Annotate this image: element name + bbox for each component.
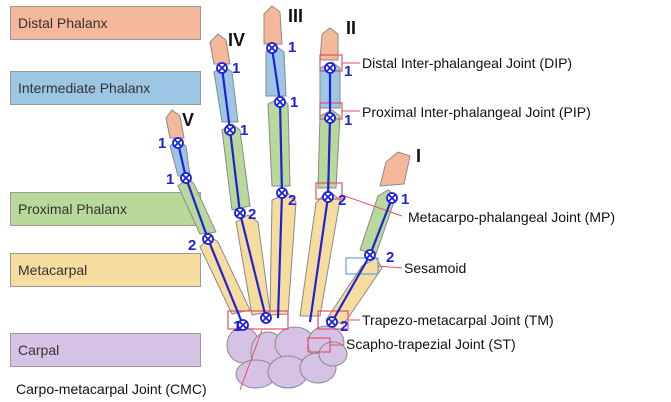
finger-label-ii: II bbox=[346, 18, 356, 38]
label-mp-joint: Metacarpo-phalangeal Joint (MP) bbox=[408, 209, 615, 225]
intermediate-phalanx-bones bbox=[170, 46, 340, 176]
joint-number: 1 bbox=[240, 122, 248, 139]
joint-number: 1 bbox=[233, 318, 241, 335]
metacarpal-bones bbox=[200, 190, 382, 324]
joint-number: 1 bbox=[232, 60, 240, 77]
joint-number: 1 bbox=[344, 112, 352, 129]
joint-number: 1 bbox=[166, 171, 174, 188]
label-cmc-joint: Carpo-metacarpal Joint (CMC) bbox=[16, 381, 207, 397]
joint-number: 2 bbox=[338, 192, 346, 209]
joint-number: 2 bbox=[340, 318, 348, 335]
joint-number: 2 bbox=[288, 192, 296, 209]
joint-number: 2 bbox=[188, 237, 196, 254]
joint-number: 1 bbox=[288, 39, 296, 56]
finger-label-iv: IV bbox=[228, 30, 245, 50]
label-tm-joint: Trapezo-metacarpal Joint (TM) bbox=[362, 312, 554, 328]
carpal-bones bbox=[227, 326, 347, 388]
finger-label-i: I bbox=[416, 146, 421, 166]
finger-label-iii: III bbox=[288, 6, 303, 26]
finger-label-v: V bbox=[182, 110, 194, 130]
label-sesamoid: Sesamoid bbox=[404, 260, 466, 276]
joint-number: 1 bbox=[290, 94, 298, 111]
label-st-joint: Scapho-trapezial Joint (ST) bbox=[346, 336, 516, 352]
joint-number: 2 bbox=[248, 206, 256, 223]
label-dip-joint: Distal Inter-phalangeal Joint (DIP) bbox=[362, 55, 572, 71]
joint-number: 2 bbox=[386, 249, 394, 266]
label-pip-joint: Proximal Inter-phalangeal Joint (PIP) bbox=[362, 104, 591, 120]
joint-number: 1 bbox=[401, 191, 409, 208]
joint-number: 1 bbox=[344, 63, 352, 80]
joint-number: 1 bbox=[158, 135, 166, 152]
